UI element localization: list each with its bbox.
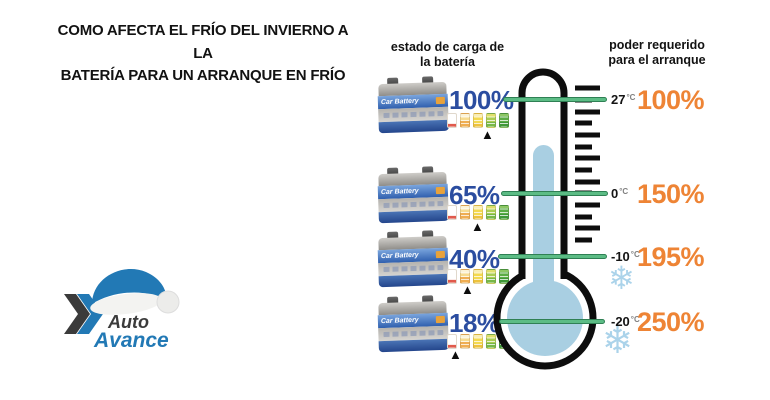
temperature-unit: °C [626, 93, 636, 102]
gauge-arrow-icon: ▲ [449, 347, 462, 362]
gauge-cell-low-icon [460, 269, 470, 284]
gauge-arrow-icon: ▲ [471, 219, 484, 234]
gauge-cell-empty-icon [447, 269, 457, 284]
logo-text-auto: Auto [107, 312, 149, 332]
snowflake-icon: ❄ [608, 260, 635, 296]
battery-label-badge [435, 315, 445, 324]
temperature-line [498, 254, 607, 259]
battery-image: Car Battery [377, 295, 449, 353]
gauge-cell-medium-icon [473, 269, 483, 284]
power-percentage: 100% [637, 85, 705, 115]
gauge-cell-full-icon [499, 269, 509, 284]
battery-label-text: Car Battery [380, 97, 419, 107]
temperature-unit: °C [630, 315, 640, 324]
gauge-arrow-icon: ▲ [461, 282, 474, 297]
logo-text-avance: Avance [93, 329, 169, 352]
column-header-power: poder requerido para el arranque [583, 38, 731, 68]
temperature-line [501, 191, 608, 196]
battery-charge-percentage: 40% [449, 244, 500, 274]
temperature-label: -20°C [611, 315, 640, 328]
thermometer [493, 68, 600, 370]
thermometer-mercury-bulb [507, 280, 583, 356]
santa-hat-pompom [156, 290, 180, 314]
temperature-unit: °C [619, 187, 629, 196]
gauge-cell-low-icon [460, 113, 470, 128]
thermometer-mercury-column [533, 145, 554, 295]
temperature-label: 0°C [611, 187, 628, 200]
chevron-icon [77, 294, 103, 334]
gauge-cell-medium-icon [473, 113, 483, 128]
temperature-value: -10 [611, 249, 630, 264]
gauge-cell-full-icon [499, 205, 509, 220]
gauge-cell-empty-icon [447, 205, 457, 220]
gauge-cell-low-icon [460, 205, 470, 220]
page-title-line2: BATERÍA PARA UN ARRANQUE EN FRÍO [60, 67, 346, 84]
battery-label-badge [435, 250, 445, 259]
battery-label-badge [435, 96, 445, 105]
temperature-value: 27 [611, 92, 626, 107]
battery-label-text: Car Battery [380, 187, 419, 197]
battery-label-badge [435, 186, 445, 195]
battery-charge-percentage: 65% [449, 180, 500, 210]
charge-gauge [447, 113, 509, 128]
battery-base [378, 119, 449, 134]
page-title-line1: COMO AFECTA EL FRÍO DEL INVIERNO A LA [57, 22, 349, 62]
thermometer-ticks [575, 85, 600, 243]
temperature-label: -10°C [611, 250, 640, 263]
battery-label-text: Car Battery [380, 316, 419, 326]
temperature-line [503, 97, 607, 102]
battery-charge-percentage: 18% [449, 308, 500, 338]
battery-label-text: Car Battery [380, 251, 419, 261]
battery-base [378, 338, 449, 353]
battery-image: Car Battery [377, 76, 449, 134]
temperature-value: 0 [611, 186, 619, 201]
gauge-cell-low-icon [460, 334, 470, 349]
power-percentage: 150% [637, 179, 705, 209]
charge-gauge [447, 269, 509, 284]
temperature-unit: °C [630, 250, 640, 259]
gauge-cell-high-icon [486, 205, 496, 220]
gauge-cell-high-icon [486, 334, 496, 349]
gauge-cell-empty-icon [447, 113, 457, 128]
gauge-cell-medium-icon [473, 334, 483, 349]
temperature-line [499, 319, 605, 324]
power-percentage: 250% [637, 307, 705, 337]
gauge-cell-full-icon [499, 113, 509, 128]
charge-header-line1: estado de carga de [390, 40, 505, 54]
battery-base [378, 209, 449, 224]
charge-gauge [447, 205, 509, 220]
snowflake-icon: ❄ [602, 320, 634, 361]
power-header-line1: poder requerido [609, 38, 705, 52]
santa-hat-brim [90, 293, 162, 315]
santa-hat-icon [92, 268, 167, 304]
page-title: COMO AFECTA EL FRÍO DEL INVIERNO A LA BA… [48, 20, 358, 88]
power-percentage: 195% [637, 242, 705, 272]
gauge-arrow-icon: ▲ [481, 127, 494, 142]
chevron-icon [64, 294, 90, 334]
gauge-cell-empty-icon [447, 334, 457, 349]
gauge-cell-medium-icon [473, 205, 483, 220]
power-header-line2: para el arranque [608, 53, 706, 67]
battery-base [378, 273, 449, 288]
battery-image: Car Battery [377, 230, 449, 288]
column-header-charge: estado de carga de la batería [370, 40, 525, 70]
charge-header-line2: la batería [420, 55, 475, 69]
temperature-label: 27°C [611, 93, 635, 106]
gauge-cell-high-icon [486, 113, 496, 128]
temperature-value: -20 [611, 314, 630, 329]
gauge-cell-high-icon [486, 269, 496, 284]
battery-image: Car Battery [377, 166, 449, 224]
logo: Auto Avance [64, 268, 180, 352]
